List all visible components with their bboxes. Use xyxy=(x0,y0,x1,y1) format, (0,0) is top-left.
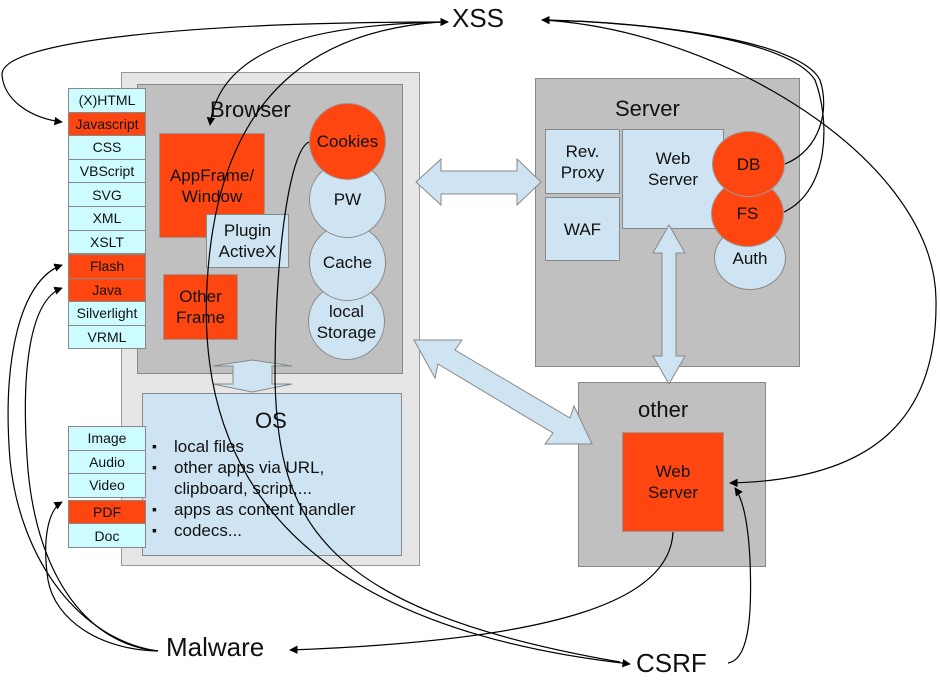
os-item: apps as content handler xyxy=(152,499,402,520)
content-type-vbscript: VBScript xyxy=(68,159,146,184)
content-type-xslt: XSLT xyxy=(68,230,146,255)
content-type-image: Image xyxy=(68,426,146,451)
content-type-xml: XML xyxy=(68,206,146,231)
db-ellipse: DB xyxy=(712,131,785,197)
other-frame-box: Other Frame xyxy=(163,274,238,340)
content-type-pdf: PDF xyxy=(68,499,146,525)
content-type-doc: Doc xyxy=(68,524,146,548)
other-web-server-box: Web Server xyxy=(622,432,724,532)
os-item: codecs... xyxy=(152,520,402,541)
browser-title: Browser xyxy=(210,97,291,122)
content-type-flash: Flash xyxy=(68,254,146,279)
csrf-label: CSRF xyxy=(636,648,707,678)
rev-proxy-box: Rev. Proxy xyxy=(545,129,620,194)
os-title: OS xyxy=(255,408,287,433)
markup-types-stack: (X)HTML Javascript CSS VBScript SVG XML … xyxy=(68,88,146,255)
media-types-stack: Image Audio Video PDF Doc xyxy=(68,426,146,548)
xss-label: XSS xyxy=(452,3,505,33)
os-item: local files xyxy=(152,436,402,457)
malware-label: Malware xyxy=(166,632,265,662)
content-type-javascript: Javascript xyxy=(68,112,146,137)
other-title: other xyxy=(638,397,689,422)
browser-server-double-arrow xyxy=(415,157,542,207)
cookies-circle: Cookies xyxy=(309,103,386,180)
content-type-svg: SVG xyxy=(68,183,146,207)
web-server-box: Web Server xyxy=(622,129,724,229)
content-type-java: Java xyxy=(68,278,146,303)
content-type-silverlight: Silverlight xyxy=(68,302,146,326)
os-item: other apps via URL, clipboard, script,..… xyxy=(152,457,402,499)
plugin-types-stack: Flash Java Silverlight VRML xyxy=(68,254,146,350)
content-type-vrml: VRML xyxy=(68,325,146,350)
os-capabilities-list: local files other apps via URL, clipboar… xyxy=(152,436,402,541)
server-title: Server xyxy=(615,96,680,121)
content-type-audio: Audio xyxy=(68,450,146,475)
waf-box: WAF xyxy=(545,197,620,261)
plugin-activex-box: Plugin ActiveX xyxy=(206,214,289,268)
content-type-css: CSS xyxy=(68,136,146,160)
content-type-video: Video xyxy=(68,474,146,498)
content-type-xhtml: (X)HTML xyxy=(68,88,146,113)
